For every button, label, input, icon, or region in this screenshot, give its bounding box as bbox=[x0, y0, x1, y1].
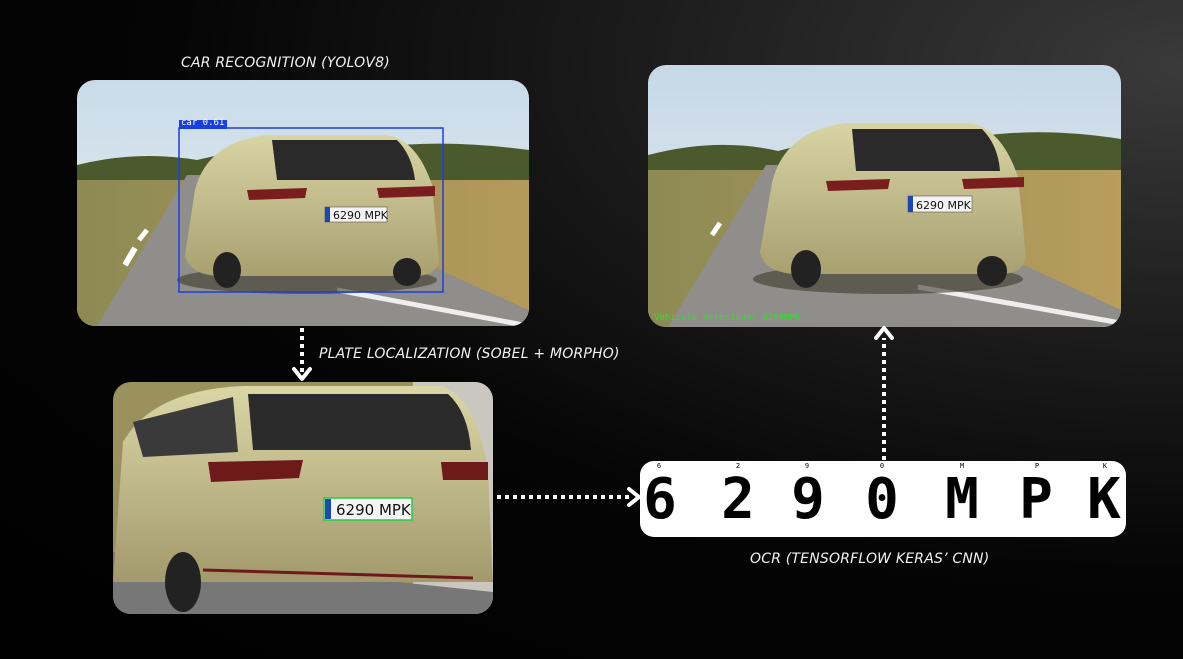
ocr-mini-label: 0 bbox=[879, 462, 885, 470]
arrowhead-up bbox=[874, 326, 894, 340]
svg-text:6290 MPK: 6290 MPK bbox=[916, 199, 972, 212]
caption-ocr: OCR (TENSORFLOW KERAS’ CNN) bbox=[750, 551, 990, 567]
plate-localization-image: 6290 MPK bbox=[113, 382, 493, 614]
ocr-mini-label: K bbox=[1102, 462, 1108, 470]
ocr-character: 0 bbox=[865, 467, 899, 532]
ocr-mini-label: 9 bbox=[804, 462, 810, 470]
ocr-character: 2 bbox=[721, 467, 755, 532]
ocr-character: 6 bbox=[643, 467, 677, 532]
ocr-mini-label: 2 bbox=[735, 462, 741, 470]
ocr-mini-label: M bbox=[959, 462, 965, 470]
ocr-character-strip: 6 2 9 0 M P K 6 2 9 0 M P K bbox=[640, 461, 1126, 537]
caption-car-recognition: CAR RECOGNITION (YOLOV8) bbox=[181, 55, 390, 71]
caption-plate-localization: PLATE LOCALIZATION (SOBEL + MORPHO) bbox=[319, 346, 620, 362]
result-image: 6290 MPK Vehicule detectado: 6290MPK bbox=[648, 65, 1121, 327]
ocr-character: 9 bbox=[791, 467, 825, 532]
ocr-mini-label: 6 bbox=[656, 462, 662, 470]
ocr-mini-label: P bbox=[1034, 462, 1040, 470]
svg-text:6290 MPK: 6290 MPK bbox=[333, 209, 389, 222]
car-recognition-image: 6290 MPK car 0.61 bbox=[77, 80, 529, 326]
detection-label: car 0.61 bbox=[181, 118, 225, 128]
result-overlay-text: Vehicule detectado: 6290MPK bbox=[654, 313, 801, 323]
ocr-character: P bbox=[1019, 467, 1053, 532]
svg-text:6290 MPK: 6290 MPK bbox=[336, 501, 412, 519]
ocr-character: M bbox=[945, 467, 979, 532]
arrowhead-right bbox=[627, 487, 641, 507]
arrowhead-down bbox=[292, 367, 312, 381]
ocr-character: K bbox=[1087, 467, 1121, 532]
